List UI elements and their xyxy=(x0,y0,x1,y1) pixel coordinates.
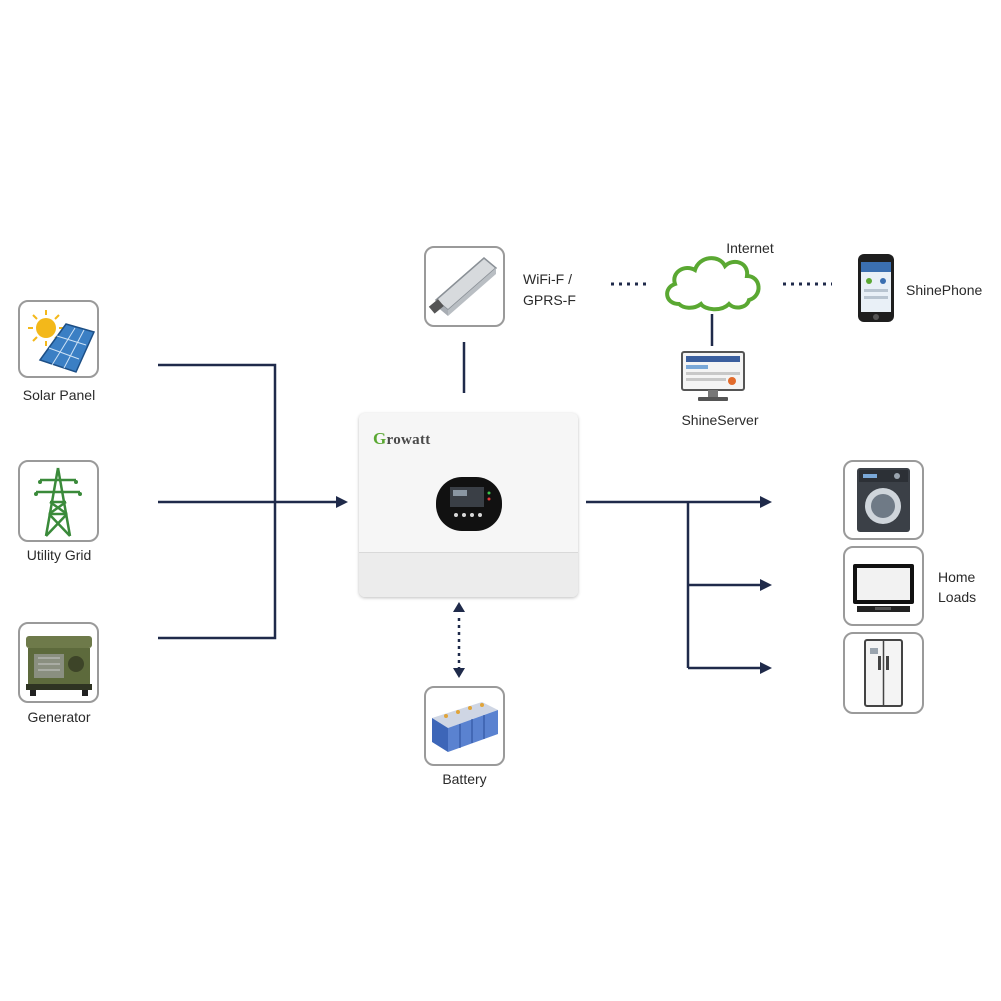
cloud-icon xyxy=(665,256,761,312)
solar-panel-box xyxy=(18,300,99,378)
wifi-module-box xyxy=(424,246,505,327)
grid-arrow xyxy=(336,496,348,508)
solar-panel-label: Solar Panel xyxy=(22,387,96,403)
home-loads-label-line1: Home xyxy=(938,569,976,585)
shinephone-label: ShinePhone xyxy=(906,282,983,298)
growatt-logo: Growatt xyxy=(373,429,431,448)
battery-label: Battery xyxy=(442,771,487,787)
solar-panel-icon xyxy=(28,310,96,373)
server-monitor-icon xyxy=(681,351,745,401)
battery-arrow-up xyxy=(453,602,465,612)
home-loads-label-line2: Loads xyxy=(938,589,977,605)
shineserver-label: ShineServer xyxy=(681,412,759,428)
refrigerator-icon xyxy=(864,639,903,707)
transmission-tower-icon xyxy=(34,467,82,537)
wifi-label-line2: GPRS-F xyxy=(523,292,576,308)
battery-arrow-down xyxy=(453,668,465,678)
tv-box xyxy=(843,546,924,626)
washer-box xyxy=(843,460,924,540)
wifi-label-line1: WiFi-F / xyxy=(523,271,572,287)
internet-label: Internet xyxy=(726,240,774,256)
television-icon xyxy=(853,564,914,612)
battery-bank-icon xyxy=(432,702,498,752)
washing-machine-icon xyxy=(857,468,910,532)
utility-grid-box xyxy=(18,460,99,542)
load-arrow-1 xyxy=(760,496,772,508)
generator-box xyxy=(18,622,99,703)
load-bus xyxy=(586,500,760,670)
battery-box xyxy=(424,686,505,766)
load-arrow-3 xyxy=(760,662,772,674)
smartphone-icon xyxy=(858,254,894,322)
growatt-inverter: Growatt xyxy=(359,413,578,597)
fridge-box xyxy=(843,632,924,714)
generator-label: Generator xyxy=(27,709,91,725)
inverter-lower-panel xyxy=(359,552,578,597)
inverter-display-icon xyxy=(436,477,502,531)
generator-icon xyxy=(26,636,92,696)
wifi-dongle-icon xyxy=(428,257,498,316)
load-arrow-2 xyxy=(760,579,772,591)
utility-grid-label: Utility Grid xyxy=(26,547,92,563)
